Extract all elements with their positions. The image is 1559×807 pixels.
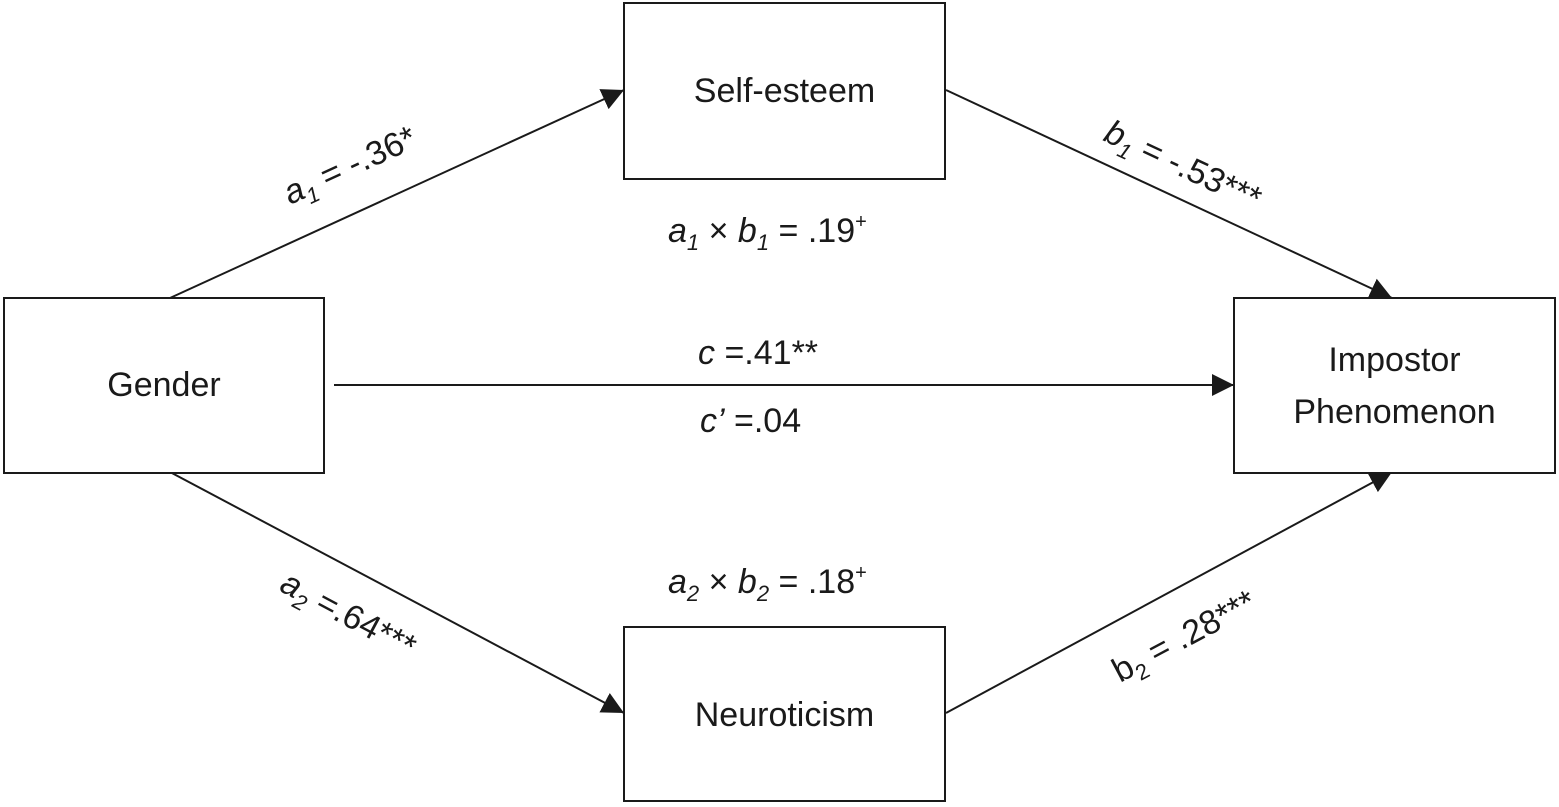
ind1-value: = .19 <box>769 212 855 250</box>
ind2-sup: + <box>855 562 867 584</box>
coef-c-prime-value: =.04 <box>725 402 802 440</box>
coef-a2: a2 =.64*** <box>272 564 422 671</box>
indirect-effect-1: a1 × b1 = .19+ <box>668 211 867 255</box>
node-self-esteem-label: Self-esteem <box>694 72 875 110</box>
ind1-sup: + <box>855 211 867 233</box>
node-self-esteem: Self-esteem <box>623 2 946 180</box>
ind2-value: = .18 <box>769 563 855 601</box>
node-impostor: Impostor Phenomenon <box>1233 297 1556 474</box>
ind2-a: a <box>668 563 687 601</box>
ind2-times: × <box>699 563 738 601</box>
coef-b1: b1 = -.53*** <box>1097 113 1268 223</box>
ind2-a-sub: 2 <box>686 581 699 606</box>
node-neuroticism-label: Neuroticism <box>695 696 874 734</box>
node-gender-label: Gender <box>107 366 220 404</box>
coef-a1-value: = -.36* <box>306 119 422 200</box>
coef-c: c =.41** <box>698 334 818 372</box>
coef-b2-value: = .28*** <box>1133 583 1262 676</box>
node-neuroticism: Neuroticism <box>623 626 946 802</box>
node-impostor-label-line1: Impostor <box>1328 341 1460 379</box>
ind1-b: b <box>738 212 757 250</box>
coef-c-prime: c’ =.04 <box>700 402 801 440</box>
coef-c-value: =.41** <box>715 334 818 372</box>
coef-b2: b2 = .28*** <box>1106 583 1265 695</box>
ind1-a: a <box>668 212 687 250</box>
path-b2-arrow <box>945 471 1393 714</box>
coef-c-symbol: c <box>698 334 715 372</box>
ind1-b-sub: 1 <box>757 230 769 255</box>
ind1-times: × <box>699 212 738 250</box>
ind2-b-sub: 2 <box>756 581 769 606</box>
coef-a1: a1 = -.36* <box>278 119 425 217</box>
path-a1-arrow <box>169 89 625 299</box>
coef-b1-value: = -.53*** <box>1127 126 1267 218</box>
coef-c-prime-symbol: c’ <box>700 402 725 440</box>
path-b1-arrow <box>945 89 1393 299</box>
ind2-b: b <box>738 563 757 601</box>
node-impostor-label-line2: Phenomenon <box>1293 393 1495 431</box>
coef-a2-value: =.64*** <box>302 578 422 666</box>
path-a2-arrow <box>169 471 625 714</box>
node-gender: Gender <box>3 297 325 474</box>
ind1-a-sub: 1 <box>687 230 699 255</box>
indirect-effect-2: a2 × b2 = .18+ <box>668 562 867 606</box>
